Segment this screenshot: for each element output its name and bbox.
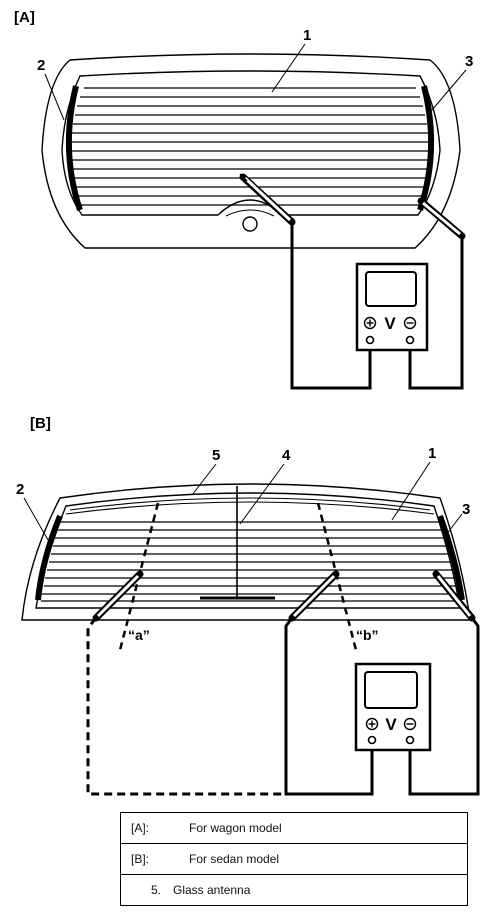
wagon-wire-negative bbox=[408, 236, 464, 390]
sedan-bus-bar-left bbox=[35, 514, 63, 601]
callout-b-1: 1 bbox=[428, 445, 436, 462]
callout-a-1: 1 bbox=[303, 27, 311, 44]
legend-key: [A]: bbox=[131, 821, 150, 835]
point-a-label: “a” bbox=[128, 627, 150, 643]
legend-table: [A]:For wagon model [B]:For sedan model … bbox=[120, 812, 468, 906]
sedan-bus-bar-right bbox=[437, 514, 465, 601]
sedan-wire-negative bbox=[408, 617, 480, 796]
sedan-wire-positive bbox=[284, 617, 374, 796]
legend-row: 5. Glass antenna bbox=[120, 874, 468, 906]
section-label-b: [B] bbox=[30, 415, 51, 432]
legend-key: 5. bbox=[150, 883, 161, 897]
callout-b-2: 2 bbox=[16, 481, 24, 498]
wagon-wire-positive bbox=[290, 222, 372, 390]
sedan-probe-right bbox=[432, 570, 476, 622]
rear-window-defogger-diagram: [A] bbox=[14, 9, 480, 796]
callout-b-5: 5 bbox=[212, 447, 220, 464]
sedan-antenna-lines bbox=[65, 497, 435, 515]
point-b-label: “b” bbox=[356, 627, 379, 643]
sedan-heater-lines bbox=[41, 521, 459, 602]
wagon-door-outline bbox=[41, 53, 461, 249]
legend-text: Glass antenna bbox=[173, 883, 251, 897]
wagon-probe-center bbox=[239, 173, 296, 226]
sedan-outer-outline bbox=[21, 483, 471, 621]
wagon-glass-outline bbox=[61, 70, 441, 216]
section-label-a: [A] bbox=[14, 9, 35, 26]
sedan-diagram: [B] bbox=[16, 415, 480, 796]
legend-text: For sedan model bbox=[189, 852, 280, 866]
legend-row: [B]: For sedan model bbox=[120, 843, 468, 875]
legend-text: For wagon model bbox=[189, 821, 282, 835]
wagon-bus-bar-left bbox=[65, 85, 83, 211]
wagon-bus-bar-right bbox=[417, 85, 435, 211]
sedan-probe-b bbox=[288, 570, 340, 622]
callout-a-2: 2 bbox=[37, 57, 45, 74]
callout-b-4: 4 bbox=[282, 447, 291, 464]
legend-key: [B]: bbox=[131, 852, 150, 866]
voltmeter-letter-a: V bbox=[384, 314, 396, 333]
wagon-lock-circle bbox=[242, 216, 258, 232]
voltmeter-letter-b: V bbox=[385, 715, 397, 734]
wagon-diagram: [A] bbox=[14, 9, 473, 390]
sedan-probe-a bbox=[92, 570, 144, 622]
wagon-lock-recess bbox=[225, 209, 275, 217]
wagon-voltmeter: V bbox=[355, 262, 429, 352]
sedan-voltmeter: V bbox=[354, 662, 432, 752]
callout-b-3: 3 bbox=[462, 501, 470, 518]
legend-row: [A]: For wagon model bbox=[120, 812, 468, 844]
wagon-probe-right bbox=[417, 197, 466, 240]
callout-a-3: 3 bbox=[465, 53, 473, 70]
sedan-wire-a-dashed bbox=[86, 617, 290, 796]
